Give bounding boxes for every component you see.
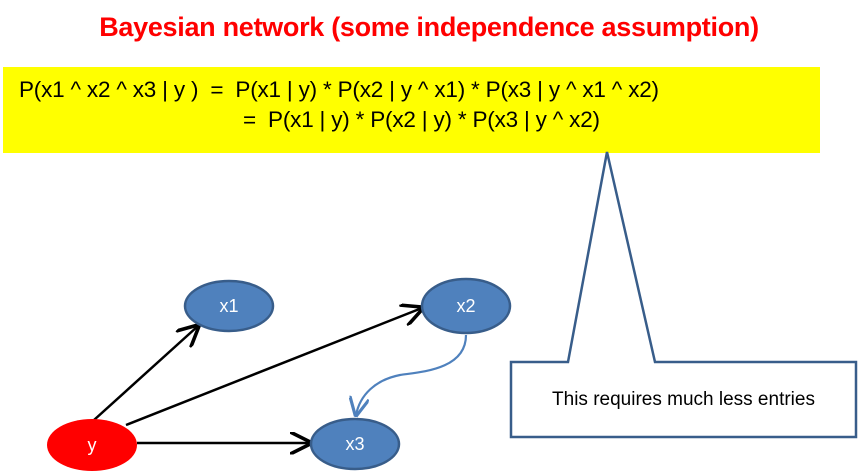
node-x2: x2 <box>420 277 512 335</box>
edge-x2-x3 <box>356 334 468 415</box>
node-x3-label: x3 <box>345 434 364 454</box>
callout-shape <box>509 151 858 439</box>
node-y: y <box>47 419 137 471</box>
node-x1-label: x1 <box>219 296 238 316</box>
slide-title: Bayesian network (some independence assu… <box>99 12 759 42</box>
edge-y-x2 <box>125 308 422 427</box>
callout-text: This requires much less entries <box>552 388 815 410</box>
formula-line-1: P(x1 ^ x2 ^ x3 | y ) = P(x1 | y) * P(x2 … <box>19 77 659 102</box>
node-x1: x1 <box>183 279 275 333</box>
formula-line-2: = P(x1 | y) * P(x2 | y) * P(x3 | y ^ x2) <box>243 107 600 132</box>
formula-box: P(x1 ^ x2 ^ x3 | y ) = P(x1 | y) * P(x2 … <box>3 67 820 153</box>
edge-y-x1 <box>93 326 198 421</box>
node-y-label: y <box>88 435 97 455</box>
node-x3: x3 <box>309 417 401 471</box>
node-x2-label: x2 <box>456 296 475 316</box>
